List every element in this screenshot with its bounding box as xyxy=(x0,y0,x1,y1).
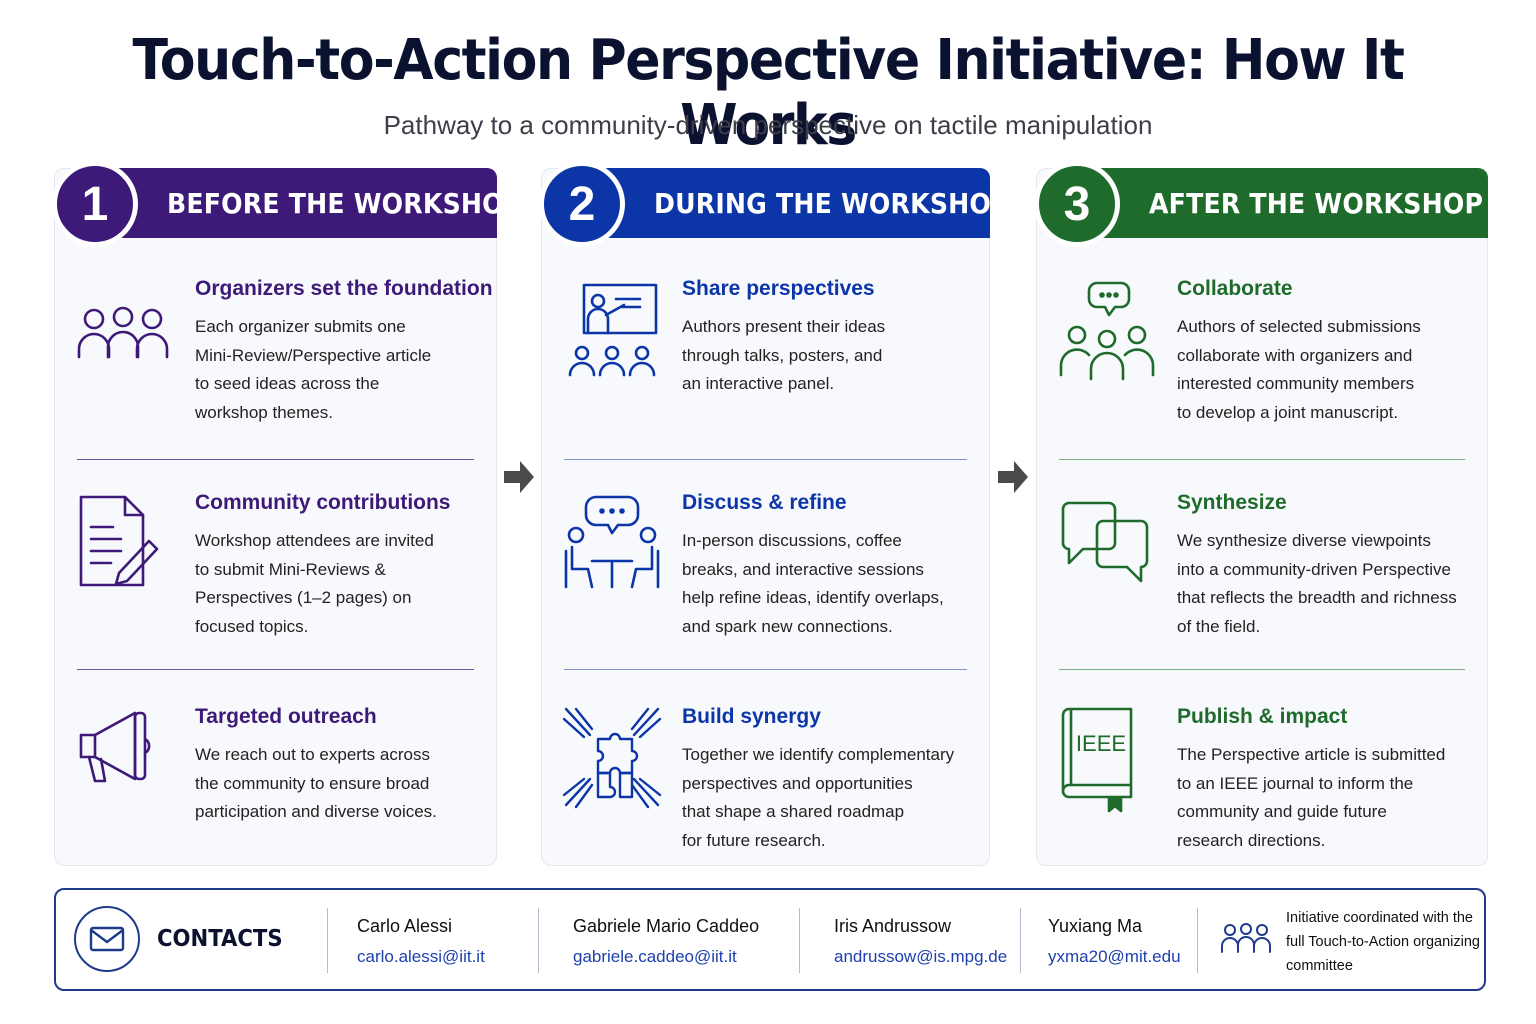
phase-header: DURING THE WORKSHOP xyxy=(582,168,1010,238)
contact-email-link[interactable]: andrussow@is.mpg.de xyxy=(834,947,1008,966)
page-subtitle: Pathway to a community-driven perspectiv… xyxy=(383,110,1153,140)
contact-person: Carlo Alessi carlo.alessi@iit.it xyxy=(357,916,485,967)
phase-before-workshop: BEFORE THE WORKSHOP 1 Organizers set the… xyxy=(52,161,522,866)
phase-header: AFTER THE WORKSHOP xyxy=(1077,168,1488,238)
divider xyxy=(77,459,474,460)
contact-email-link[interactable]: carlo.alessi@iit.it xyxy=(357,947,485,966)
arrow-right-icon xyxy=(504,461,534,493)
phase-during-workshop: DURING THE WORKSHOP 2 Share perspectives… xyxy=(539,161,1010,866)
step-description: In-person discussions, coffee breaks, an… xyxy=(682,531,944,636)
phase-title: AFTER THE WORKSHOP xyxy=(1149,186,1484,220)
step-description: We reach out to experts across the commu… xyxy=(195,745,437,821)
phase-number-badge: 3 xyxy=(1034,161,1120,247)
phase-title: DURING THE WORKSHOP xyxy=(654,186,1010,220)
step-description: Authors present their ideas through talk… xyxy=(682,317,886,393)
megaphone-icon xyxy=(79,711,151,783)
presenter-with-audience-icon xyxy=(568,283,658,377)
separator xyxy=(327,908,328,973)
collaborating-group-icon xyxy=(1059,281,1155,381)
divider xyxy=(77,669,474,670)
step-description: Each organizer submits one Mini-Review/P… xyxy=(195,317,432,422)
contact-person: Iris Andrussow andrussow@is.mpg.de xyxy=(834,916,1007,967)
step-heading: Organizers set the foundation xyxy=(195,277,493,300)
phase-number-badge: 2 xyxy=(539,161,625,247)
step-description: Together we identify complementary persp… xyxy=(682,745,955,850)
page-title: Touch-to-Action Perspective Initiative: … xyxy=(132,28,1405,158)
mail-icon xyxy=(74,906,140,972)
phase-number-badge: 1 xyxy=(52,161,138,247)
divider xyxy=(564,459,967,460)
ieee-book-icon: IEEE xyxy=(1061,707,1133,813)
step-heading: Community contributions xyxy=(195,491,451,514)
coordination-note: Initiative coordinated with the full Tou… xyxy=(1286,910,1480,974)
step-description: Workshop attendees are invited to submit… xyxy=(195,531,434,636)
step-heading: Share perspectives xyxy=(682,277,875,300)
contact-name: Iris Andrussow xyxy=(834,916,952,936)
overlapping-speech-bubbles-icon xyxy=(1061,501,1149,583)
phase-title: BEFORE THE WORKSHOP xyxy=(167,186,523,220)
contact-person: Gabriele Mario Caddeo gabriele.caddeo@ii… xyxy=(573,916,759,967)
committee-group-icon xyxy=(1221,923,1271,953)
step-heading: Targeted outreach xyxy=(195,705,377,728)
step-description: We synthesize diverse viewpoints into a … xyxy=(1177,531,1457,636)
step-heading: Discuss & refine xyxy=(682,491,847,514)
step-heading: Collaborate xyxy=(1177,277,1293,300)
step-heading: Publish & impact xyxy=(1177,705,1348,728)
separator xyxy=(538,908,539,973)
step-heading: Build synergy xyxy=(682,705,821,728)
separator xyxy=(1197,908,1198,973)
step-description: The Perspective article is submitted to … xyxy=(1177,745,1446,850)
divider xyxy=(564,669,967,670)
separator xyxy=(799,908,800,973)
contact-person: Yuxiang Ma yxma20@mit.edu xyxy=(1048,916,1181,967)
document-with-pen-icon xyxy=(79,495,159,587)
contact-name: Yuxiang Ma xyxy=(1048,916,1143,936)
separator xyxy=(1020,908,1021,973)
hands-with-puzzle-pieces-icon xyxy=(562,707,662,809)
contacts-label: CONTACTS xyxy=(157,926,283,952)
step-description: Authors of selected submissions collabor… xyxy=(1177,317,1421,422)
step-heading: Synthesize xyxy=(1177,491,1287,514)
phase-header: BEFORE THE WORKSHOP xyxy=(95,168,522,238)
contact-name: Gabriele Mario Caddeo xyxy=(573,916,760,936)
contact-email-link[interactable]: yxma20@mit.edu xyxy=(1048,947,1181,966)
two-people-discussing-icon xyxy=(564,495,660,589)
contact-name: Carlo Alessi xyxy=(357,916,453,936)
divider xyxy=(1059,669,1465,670)
divider xyxy=(1059,459,1465,460)
book-label: IEEE xyxy=(1076,731,1126,756)
arrow-right-icon xyxy=(998,461,1028,493)
contact-email-link[interactable]: gabriele.caddeo@iit.it xyxy=(573,947,737,966)
phase-after-workshop: AFTER THE WORKSHOP 3 Collaborate Authors… xyxy=(1034,161,1488,866)
contacts-bar: CONTACTS Carlo Alessi carlo.alessi@iit.i… xyxy=(54,888,1486,991)
group-of-people-icon xyxy=(77,306,169,359)
